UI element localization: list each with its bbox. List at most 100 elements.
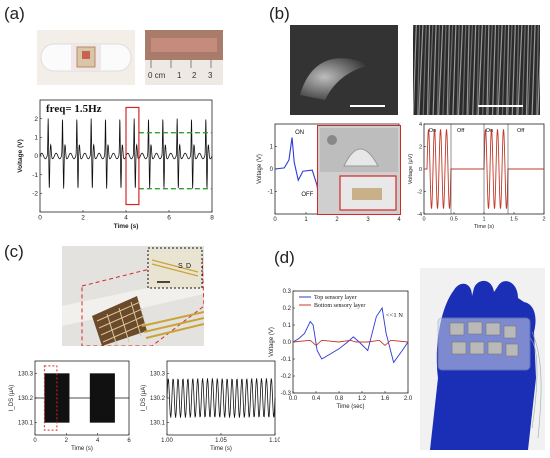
nanofiber [491,25,497,115]
nanofiber [432,25,437,115]
nanofiber [417,25,421,115]
annotation-on: ON [295,130,304,136]
force-note: <<1 N [386,312,403,319]
y-tick-label: 1 [34,135,38,142]
state-label: Off [457,128,465,134]
y-tick-label: 2 [419,144,422,150]
x-tick-label: 1 [482,217,485,223]
y-tick-label: 130.3 [150,371,166,377]
y-tick-label: 0 [34,153,38,160]
x-tick-label: 6 [127,438,131,444]
nanofiber [428,25,434,115]
y-tick-label: -2 [417,189,422,195]
nanofiber [507,25,513,115]
x-tick-label: 3 [366,217,370,223]
x-axis-label: Time (s) [474,224,494,230]
x-tick-label: 4 [124,215,128,222]
y-tick-label: -0.2 [281,374,292,380]
ruler-tick-1: 1 [177,71,182,80]
nanofiber [506,25,510,115]
y-tick-label: -1 [268,190,274,196]
current-trace [166,378,276,418]
nanofiber [422,25,427,115]
nanofiber [418,25,424,115]
x-axis-label: Time (s) [210,446,232,452]
y-axis-label: Voltage (V) [269,327,275,357]
y-tick-label: 130.2 [150,396,166,402]
nanofiber [531,25,536,115]
x-tick-label: 1 [304,217,308,223]
x-tick-label: 0 [422,217,425,223]
nanofiber [472,25,477,115]
y-tick-label: -2 [32,191,38,198]
x-tick-label: 1.5 [510,217,518,223]
x-axis-label: Time (sec) [336,404,364,410]
transistor-array-photo: S D [62,246,204,346]
nanofiber [486,25,490,115]
x-tick-label: 2 [65,438,69,444]
x-tick-label: 2 [81,215,85,222]
nanofiber [482,25,487,115]
x-tick-label: 1.2 [358,396,367,402]
nanofiber [448,25,454,115]
x-tick-label: 2 [335,217,339,223]
nanofiber [521,25,526,115]
panel-label-d: (d) [274,248,295,267]
y-tick-label: 0 [270,167,274,173]
x-tick-label: 1.6 [381,396,390,402]
nanofiber [438,25,444,115]
nanofiber [497,25,503,115]
y-tick-label: 0.0 [283,340,292,346]
inset-tag-s: S [178,263,183,270]
ruler-tick-0: 0 cm [148,71,166,80]
legend-label: Bottom sensory layer [314,303,365,309]
zoom-box [43,365,58,431]
panel-label-b: (b) [269,4,290,23]
nanofiber [466,25,470,115]
y-axis-label: I_DS (μA) [141,385,147,411]
nanofiber [527,25,533,115]
y-tick-label: 4 [419,122,422,128]
y-tick-label: 0.1 [283,323,292,329]
x-tick-label: 0.8 [335,396,344,402]
y-axis-label: Voltage (μV) [408,154,414,185]
nanofiber [511,25,516,115]
x-tick-label: 0 [273,217,277,223]
sem-image-left [290,25,398,115]
y-tick-label: -1 [32,172,38,179]
x-tick-label: 1.05 [215,438,227,444]
nanofiber [517,25,523,115]
x-tick-label: 8 [210,215,214,222]
nanofiber [452,25,457,115]
nanofiber [487,25,493,115]
x-tick-label: 2 [542,217,545,223]
nanofiber [496,25,500,115]
sem-image-right [413,25,540,115]
panel-label-a: (a) [4,4,25,23]
y-tick-label: 130.1 [150,421,166,427]
y-tick-label: -0.3 [281,391,292,397]
y-tick-label: 0.3 [283,289,292,295]
y-tick-label: 1 [270,145,274,151]
nanofiber [525,25,530,115]
x-axis-label: Time (s) [114,223,139,230]
nanofiber [446,25,450,115]
y-tick-label: 130.1 [18,421,34,427]
x-tick-label: 0 [38,215,42,222]
x-tick-label: 4 [397,217,401,223]
x-tick-label: 0.5 [450,217,458,223]
b-inset-photos [317,125,401,215]
highlight-box [125,106,140,206]
glove-photo [420,268,545,450]
bottom-layer-trace [292,339,409,347]
x-tick-label: 0.4 [312,396,321,402]
x-tick-label: 4 [96,438,100,444]
y-axis-label: Voltage (V) [257,154,263,184]
inset-tag-d: D [186,263,191,270]
annotation-off: OFF [301,192,313,198]
bandage-sensor-photo [37,30,135,85]
